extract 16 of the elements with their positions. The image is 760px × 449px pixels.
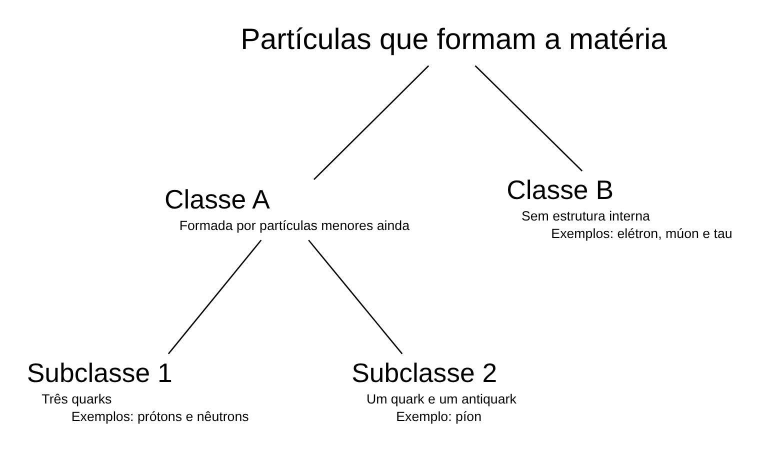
connector — [168, 240, 262, 354]
node-text: Subclasse 2 — [352, 358, 498, 388]
node-text: Classe B — [506, 175, 614, 206]
node-label: Exemplo: píon — [396, 408, 482, 424]
node-label: Três quarks — [42, 392, 112, 407]
connector — [474, 65, 583, 172]
node-text: Partículas que formam a matéria — [240, 22, 668, 56]
node-label: Sem estrutura interna — [521, 208, 650, 224]
node-label: Exemplos: prótons e nêutrons — [71, 408, 249, 424]
connector — [314, 65, 430, 180]
node-text: Classe A — [164, 184, 270, 214]
node-label: Um quark e um antiquark — [366, 392, 516, 407]
node-text: Subclasse 1 — [26, 358, 172, 388]
node-label: Exemplos: elétron, múon e tau — [551, 226, 732, 241]
connector — [308, 240, 403, 354]
node-label: Formada por partículas menores ainda — [179, 218, 410, 233]
